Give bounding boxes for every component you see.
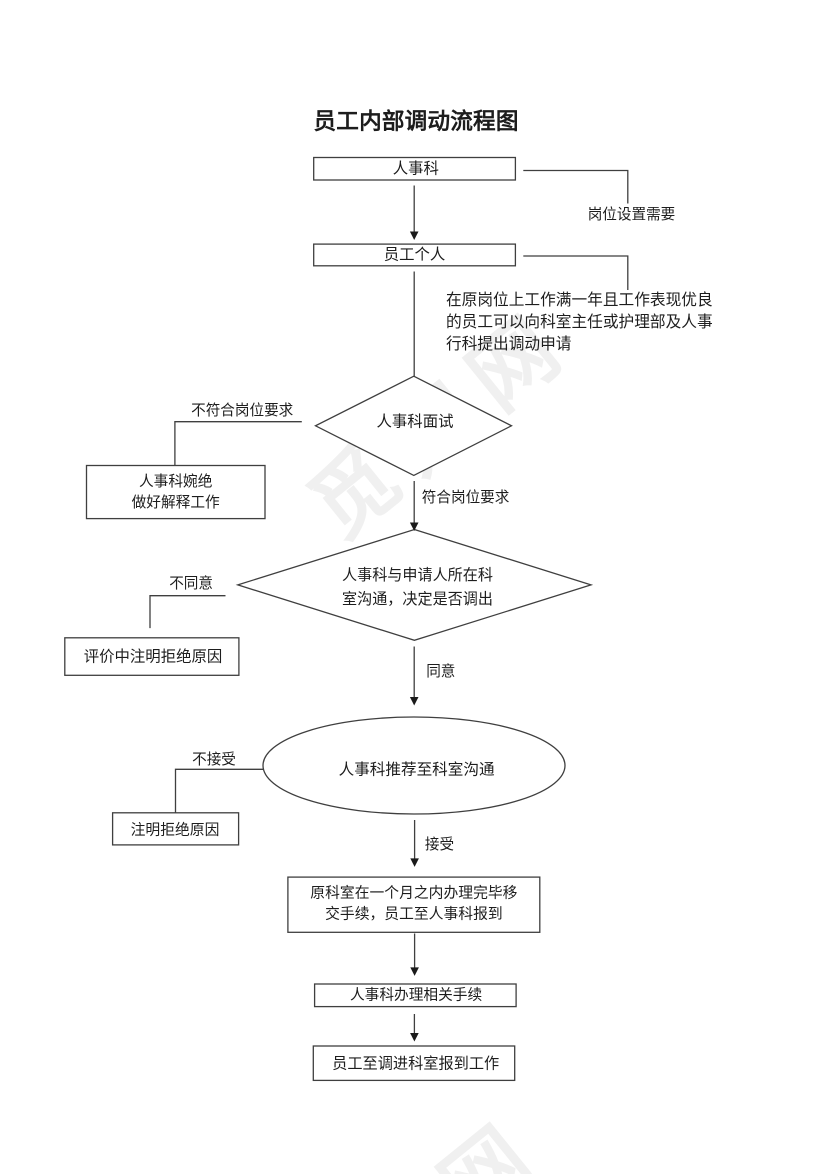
box-report-label: 员工至调进科室报到工作	[332, 1055, 500, 1073]
connector-recommend-notereject	[174, 768, 263, 813]
box-procedures-label: 人事科办理相关手续	[349, 986, 483, 1003]
label-post-need: 岗位设置需要	[587, 207, 676, 224]
box-note-reject-label: 注明拒绝原因	[130, 821, 220, 838]
connector-employee-note	[523, 255, 629, 290]
box-reject-reason-label: 评价中注明拒绝原因	[83, 648, 223, 666]
ellipse-recommend-label: 人事科推荐至科室沟通	[338, 760, 495, 778]
box-handover-label: 原科室在一个月之内办理完毕移 交手续，员工至人事科报到	[310, 885, 518, 923]
label-agree: 同意	[426, 664, 456, 681]
arrow-negotiate-to-recommend	[409, 646, 419, 706]
box-reject-reason	[64, 637, 240, 676]
label-disagree: 不同意	[169, 576, 213, 593]
box-hr-dept	[313, 156, 517, 181]
diamond-interview	[314, 375, 513, 477]
box-employee	[313, 243, 517, 267]
connector-interview-decline	[174, 421, 302, 466]
diamond-negotiate-label: 人事科与申请人所在科 室沟通，决定是否调出	[342, 567, 493, 609]
label-not-accept: 不接受	[192, 751, 236, 768]
box-decline-label: 人事科婉绝 做好解释工作	[131, 474, 220, 511]
box-employee-label: 员工个人	[383, 246, 446, 264]
arrow-handover-to-procedures	[410, 933, 419, 976]
ellipse-recommend	[262, 716, 566, 815]
box-note-reject	[111, 812, 240, 846]
diamond-negotiate	[235, 528, 594, 641]
connector-hr-postneed	[523, 169, 629, 204]
arrow-interview-to-negotiate	[409, 481, 419, 531]
label-match: 符合岗位要求	[421, 489, 510, 506]
arrow-hr-to-employee	[409, 185, 419, 240]
box-report	[312, 1045, 516, 1082]
box-handover	[287, 876, 541, 933]
label-not-match: 不符合岗位要求	[191, 402, 294, 419]
connector-negotiate-reject	[149, 595, 226, 629]
page-title: 员工内部调动流程图	[313, 109, 519, 134]
label-apply-note: 在原岗位上工作满一年且工作表现优良 的员工可以向科室主任或护理部及人事 行科提出…	[446, 291, 713, 353]
diamond-interview-label: 人事科面试	[376, 412, 454, 430]
arrow-procedures-to-report	[410, 1014, 419, 1042]
box-hr-dept-label: 人事科	[392, 160, 439, 178]
label-accept: 接受	[424, 837, 455, 854]
box-procedures	[313, 983, 517, 1008]
arrow-recommend-to-handover	[410, 820, 419, 867]
box-decline	[85, 464, 266, 520]
